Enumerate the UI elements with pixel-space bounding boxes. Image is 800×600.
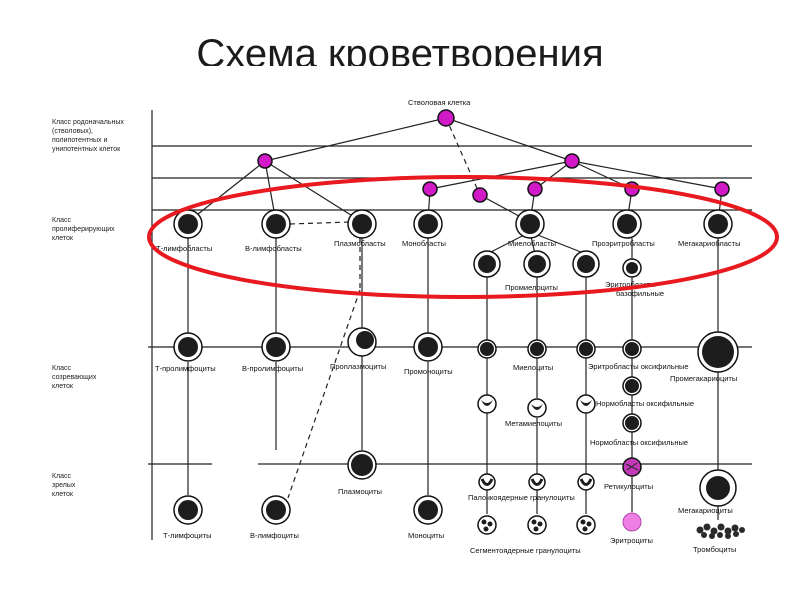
- label-normoblasts-oxyphilic: Нормобласты оксифильные: [590, 438, 688, 447]
- b-prolymphocyte-cell: [261, 332, 291, 362]
- band-granulocyte-cell: [577, 473, 595, 491]
- myelocyte-cell: [576, 339, 596, 359]
- label-t-prolymphocytes: Т-пролимфоциты: [155, 364, 216, 373]
- label-b-lymphoblasts: В-лимфобласты: [245, 244, 302, 253]
- t-lymphoblast-cell: [173, 209, 203, 239]
- label-segmented-granulocytes: Сегментоядерные гранулоциты: [470, 546, 581, 555]
- proerythroblast-cell: [612, 209, 642, 239]
- label-promonocytes: Промоноциты: [404, 367, 453, 376]
- label-normoblasts-polychromatophilic: Нормобласты оксифильные: [596, 399, 694, 408]
- edge: [287, 289, 361, 499]
- label-t-lymphoblasts: Т-лимфобласты: [156, 244, 212, 253]
- class-label-mature: Класс зрелых клеток: [52, 473, 77, 498]
- promyelocyte-cell: [523, 250, 551, 278]
- unipotent-progenitor: [527, 181, 543, 197]
- b-lymphoblast-cell: [261, 209, 291, 239]
- myelocyte-cell: [477, 339, 497, 359]
- band-granulocyte-cell: [478, 473, 496, 491]
- unipotent-progenitor: [422, 181, 438, 197]
- edge: [187, 160, 266, 223]
- segmented-granulocyte-cell: [576, 515, 596, 535]
- monoblast-cell: [413, 209, 443, 239]
- label-metamyelocytes: Метамиелоциты: [505, 419, 562, 428]
- promyelocyte-cell: [572, 250, 600, 278]
- metamyelocyte-cell: [527, 398, 547, 418]
- edge: [264, 160, 363, 223]
- myeloblast-cell: [515, 209, 545, 239]
- label-reticulocytes: Ретикулоциты: [604, 482, 653, 491]
- megakaryoblast-cell: [703, 209, 733, 239]
- reticulocyte-cell: [622, 457, 642, 477]
- b-lymphocyte-cell: [261, 495, 291, 525]
- label-platelets: Тромбоциты: [693, 545, 736, 554]
- label-b-lymphocytes: В-лимфоциты: [250, 531, 299, 540]
- unipotent-progenitor: [472, 187, 488, 203]
- t-prolymphocyte-cell: [173, 332, 203, 362]
- plasmocyte-cell: [347, 450, 377, 480]
- label-monocytes: Моноциты: [408, 531, 444, 540]
- normoblast-cell: [622, 376, 642, 396]
- myelocyte-cell: [527, 339, 547, 359]
- monocyte-cell: [413, 495, 443, 525]
- label-plasmoblasts: Плазмобласты: [334, 239, 386, 248]
- highlight-ellipse: [147, 175, 779, 299]
- promegakaryocyte-cell: [697, 331, 739, 373]
- band-granulocyte-cell: [528, 473, 546, 491]
- unipotent-progenitor: [714, 181, 730, 197]
- label-megakaryoblasts: Мегакариобласты: [678, 239, 740, 248]
- label-myeloblasts: Миелобласты: [508, 239, 556, 248]
- myeloid-progenitor: [564, 153, 580, 169]
- label-plasmocytes: Плазмоциты: [338, 487, 382, 496]
- proplasmocyte-cell: [347, 327, 377, 357]
- polychromatophilic-erythroblast-cell: [622, 339, 642, 359]
- label-erythroblasts-basophilic: Эритробласты базофильные: [605, 280, 664, 298]
- label-megakaryocytes: Мегакариоциты: [678, 506, 733, 515]
- lymphoid-progenitor: [257, 153, 273, 169]
- platelets-cluster: [696, 523, 745, 539]
- label-promegakaryocytes: Промегакариоциты: [670, 374, 737, 383]
- normoblast-cell: [622, 413, 642, 433]
- label-promyelocytes: Промиелоциты: [505, 283, 558, 292]
- edge: [445, 117, 573, 162]
- promonocyte-cell: [413, 332, 443, 362]
- class-label-maturing: Класс созревающих клеток: [52, 365, 98, 390]
- label-band-granulocytes: Палочкоядерные гранулоциты: [468, 493, 575, 502]
- label-proerythroblasts: Проэритробласты: [592, 239, 655, 248]
- stem-cell-label: Стволовая клетка: [408, 98, 471, 107]
- label-b-prolymphocytes: В-пролимфоциты: [242, 364, 303, 373]
- edge: [529, 231, 587, 255]
- metamyelocyte-cell: [477, 394, 497, 414]
- segmented-granulocyte-cell: [477, 515, 497, 535]
- label-erythrocytes: Эритроциты: [610, 536, 653, 545]
- label-proplasmocytes: Проплазмоциты: [330, 362, 386, 371]
- edge: [429, 160, 573, 190]
- slide-title: Схема кроветворения: [196, 32, 604, 66]
- segmented-granulocyte-cell: [527, 515, 547, 535]
- label-erythroblasts-polychromatophilic: Эритробласты оксифильные: [588, 362, 689, 371]
- promyelocyte-cell: [473, 250, 501, 278]
- label-monoblasts: Монобласты: [402, 239, 446, 248]
- class-label-proliferating: Класс пролиферирующих клеток: [52, 217, 117, 242]
- edge: [289, 221, 351, 225]
- metamyelocyte-cell: [576, 394, 596, 414]
- plasmoblast-cell: [347, 209, 377, 239]
- t-lymphocyte-cell: [173, 495, 203, 525]
- label-myelocytes: Миелоциты: [513, 363, 553, 372]
- class-label-stem: Класс родоначальных (стволовых), полипот…: [52, 119, 126, 153]
- edge: [571, 160, 723, 190]
- erythrocyte-cell: [622, 512, 642, 532]
- label-t-lymphocytes: Т-лимфоциты: [163, 531, 211, 540]
- stem-cell: [437, 109, 455, 127]
- edge: [264, 117, 447, 162]
- megakaryocyte-cell: [699, 469, 737, 507]
- basophilic-erythroblast-cell: [622, 258, 642, 278]
- edge: [445, 117, 481, 196]
